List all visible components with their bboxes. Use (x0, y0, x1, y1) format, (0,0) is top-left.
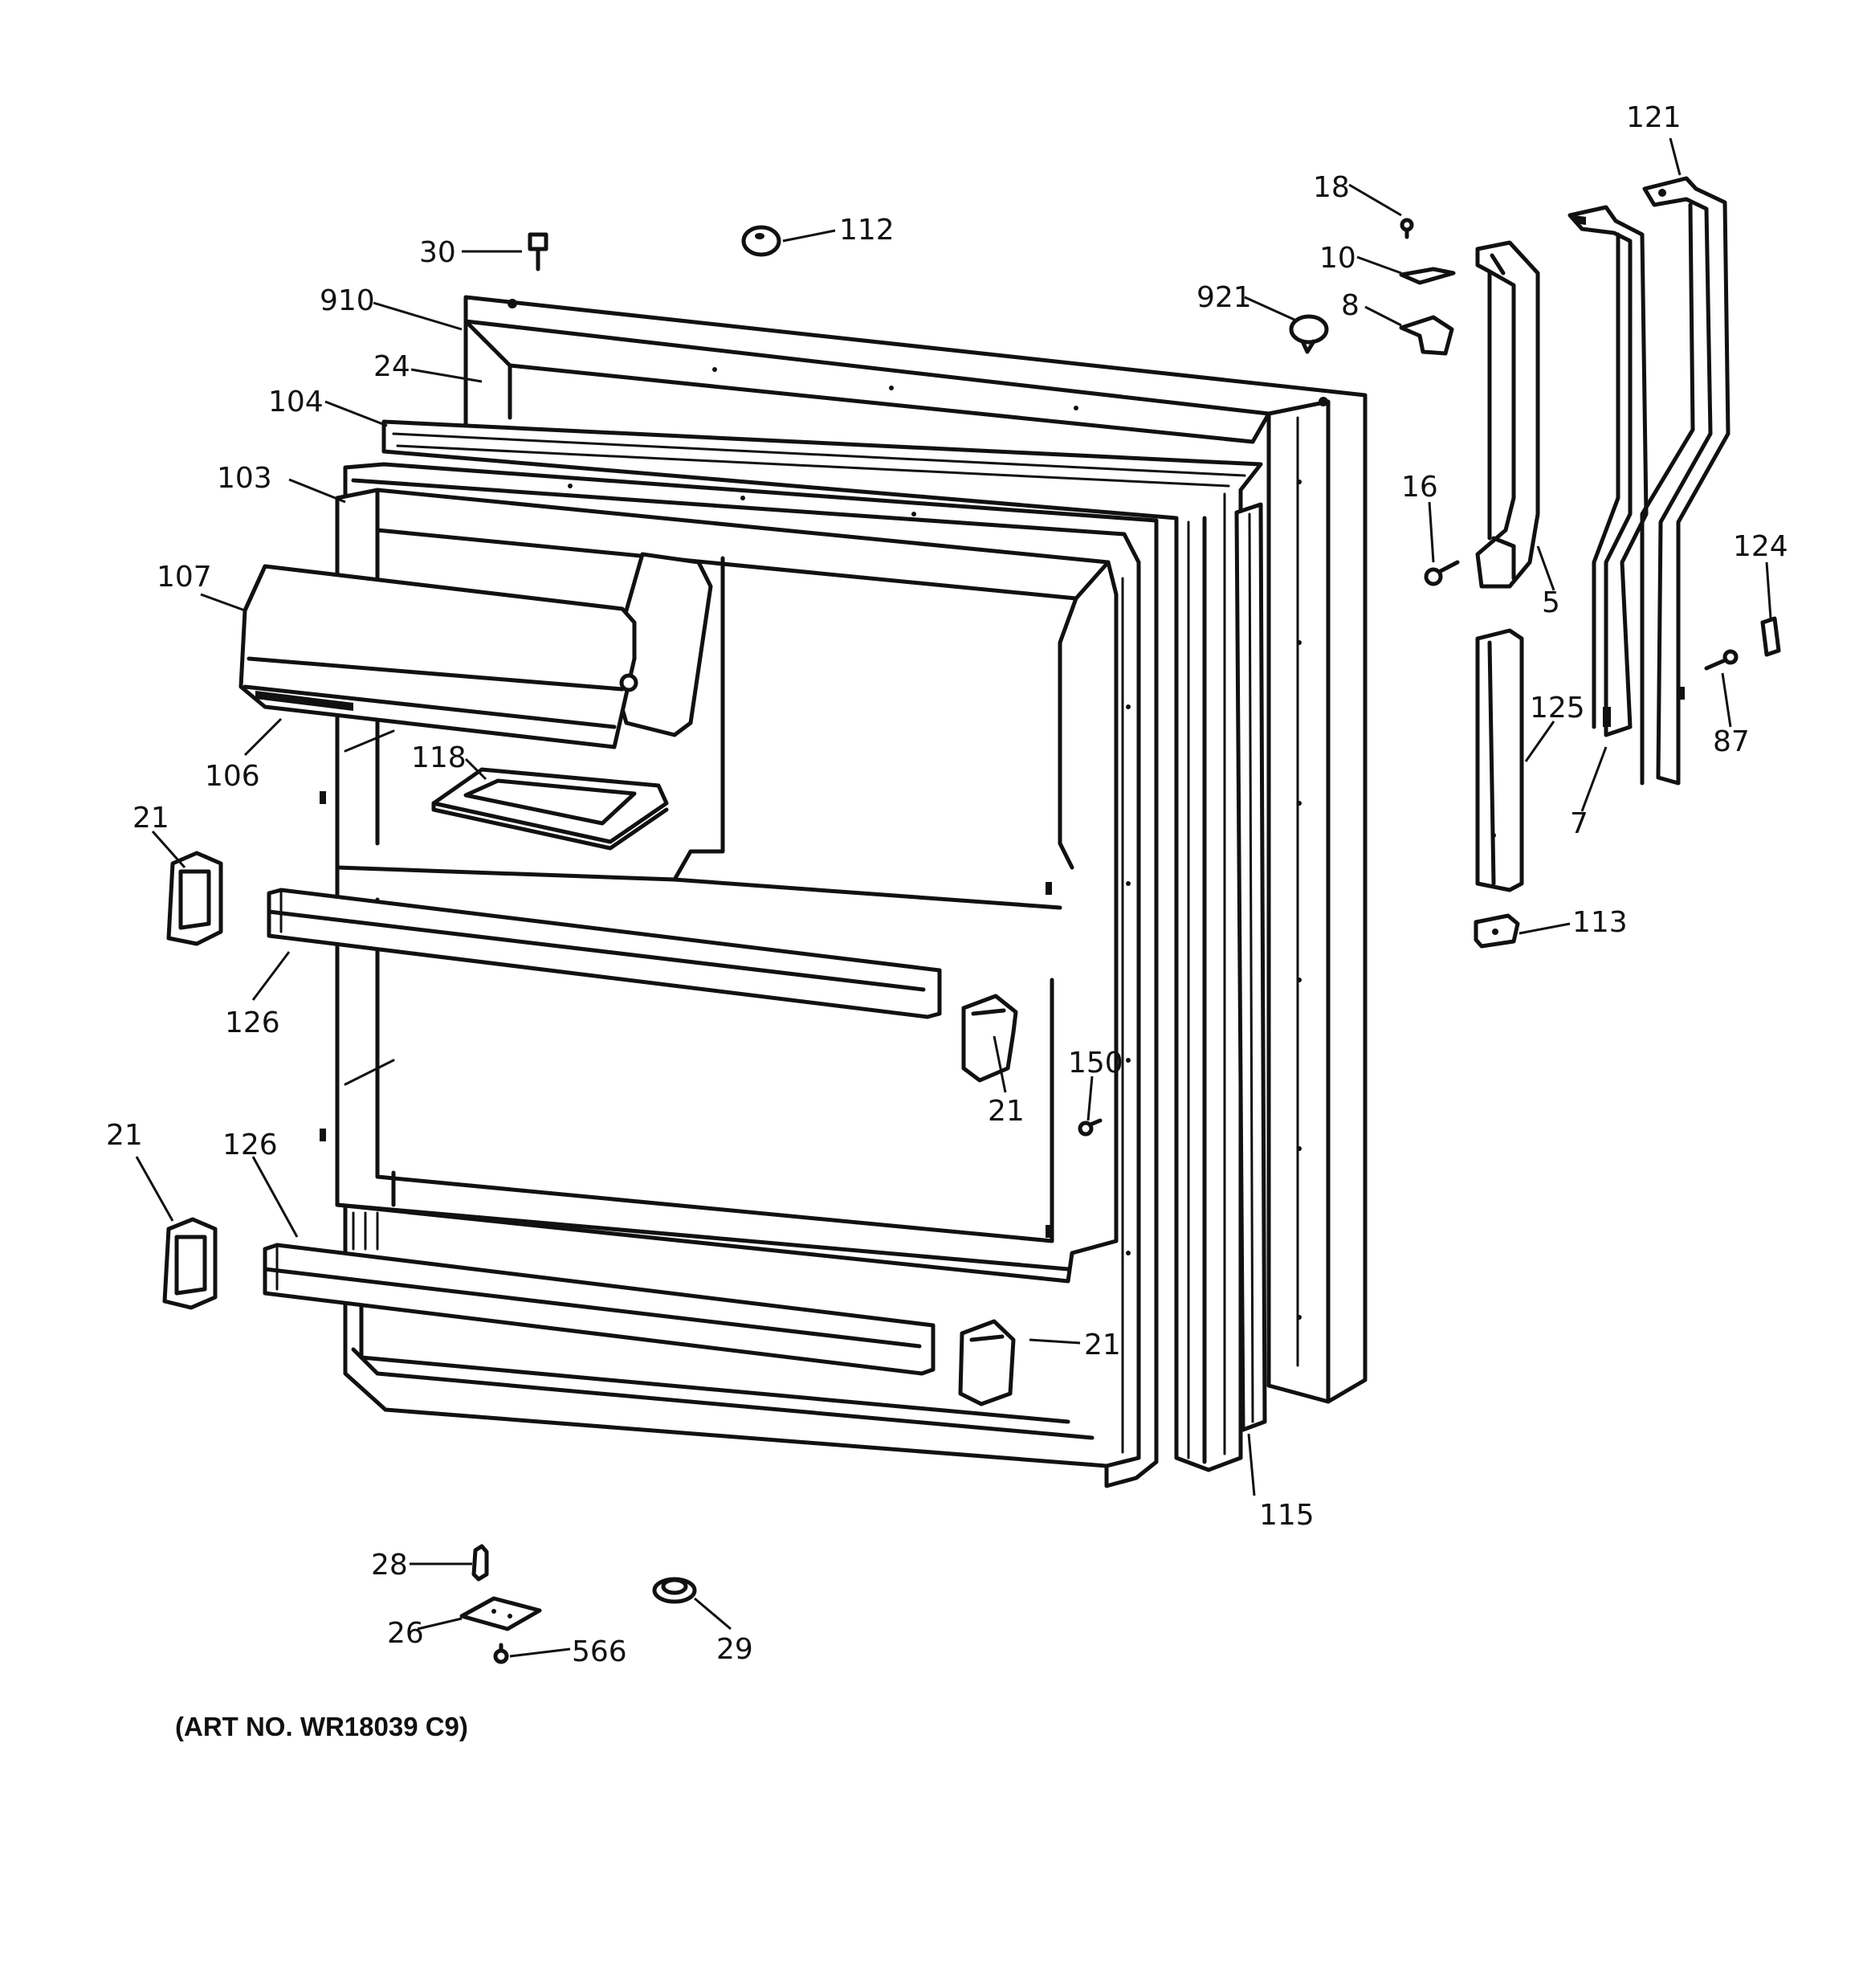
label-104: 104 (268, 386, 324, 418)
label-16: 16 (1401, 471, 1438, 504)
part-labels: 30 112 910 24 104 103 107 106 118 21 126… (106, 101, 1788, 1741)
label-87: 87 (1713, 725, 1750, 758)
label-107: 107 (157, 561, 212, 594)
shelf-rails (263, 888, 942, 1376)
label-126-b: 126 (222, 1129, 278, 1161)
label-21-a: 21 (132, 802, 169, 835)
label-30: 30 (419, 236, 456, 269)
shelf-end-caps (162, 851, 1018, 1406)
label-112: 112 (839, 214, 895, 247)
art-number: (ART NO. WR18039 C9) (175, 1712, 468, 1741)
leader-lines (135, 137, 1772, 1658)
label-7: 7 (1570, 807, 1588, 840)
label-106: 106 (205, 760, 260, 793)
outer-door-panel (463, 295, 1368, 1404)
label-125: 125 (1530, 692, 1585, 725)
label-115: 115 (1259, 1499, 1315, 1532)
label-8: 8 (1341, 289, 1360, 322)
label-28: 28 (371, 1549, 408, 1582)
label-21-c: 21 (106, 1119, 143, 1152)
label-26: 26 (387, 1617, 424, 1650)
door-gasket (381, 419, 1263, 1472)
label-18: 18 (1313, 171, 1350, 204)
label-29: 29 (716, 1633, 753, 1666)
label-121: 121 (1626, 101, 1682, 134)
gasket-strip (1234, 502, 1267, 1432)
label-5: 5 (1542, 586, 1560, 619)
label-103: 103 (217, 462, 272, 495)
label-118: 118 (411, 741, 467, 774)
label-24: 24 (373, 350, 410, 383)
dairy-compartment (238, 552, 713, 749)
label-21-b: 21 (988, 1095, 1025, 1128)
label-113: 113 (1572, 906, 1628, 939)
label-124: 124 (1733, 530, 1788, 563)
hinge-parts (1475, 176, 1731, 892)
label-10: 10 (1319, 242, 1356, 275)
label-21-d: 21 (1084, 1329, 1121, 1361)
small-parts (459, 218, 1781, 1664)
label-566: 566 (572, 1635, 627, 1668)
label-126-a: 126 (225, 1006, 280, 1039)
label-910: 910 (320, 284, 375, 317)
label-921: 921 (1196, 281, 1252, 314)
label-150: 150 (1068, 1047, 1123, 1080)
butter-tray (431, 767, 669, 851)
